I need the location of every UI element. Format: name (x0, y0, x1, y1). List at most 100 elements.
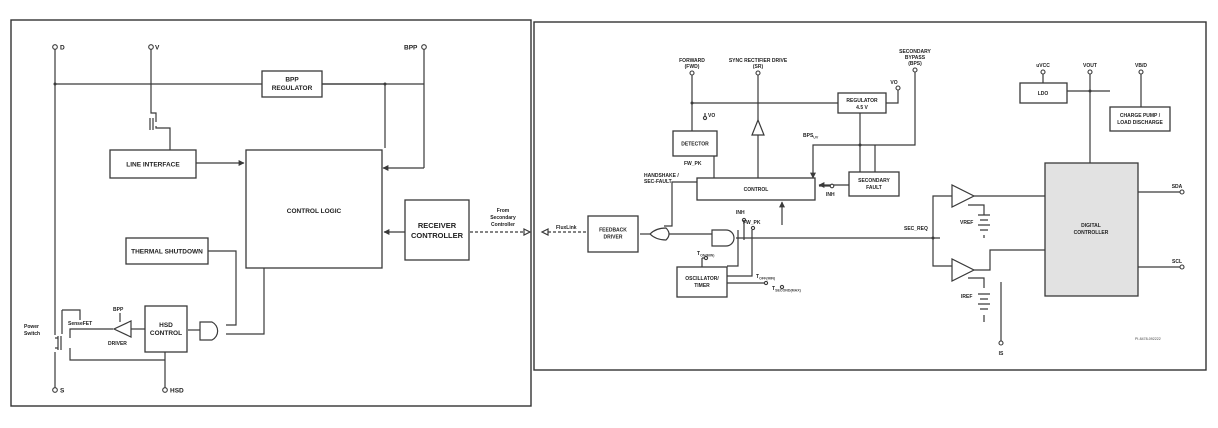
pin-scl-label: SCL (1172, 259, 1182, 265)
line-interface-fet (149, 118, 154, 130)
charge-pump-label-2: LOAD DISCHARGE (1117, 120, 1163, 126)
thermal-shutdown-label: THERMAL SHUTDOWN (131, 249, 203, 256)
sensefet-line (61, 309, 81, 334)
iref-label: IREF (961, 294, 972, 300)
bpp-regulator-label-1: BPP (285, 77, 299, 84)
secondary-fault-block (848, 171, 900, 197)
digital-controller-label-2: CONTROLLER (1074, 230, 1109, 236)
pin-hsd-label: HSD (170, 388, 184, 395)
pin-vbd-label: VB/D (1135, 63, 1147, 69)
driver-bpp-label: BPP (113, 307, 124, 313)
v-to-line-interface (150, 49, 171, 150)
fw-pk-top-label: FW_PK (684, 161, 702, 167)
control-logic-block (245, 149, 383, 269)
sec-req-label: SEC_REQ (904, 226, 928, 232)
thermal-to-gate (208, 250, 237, 326)
regulator-label-2: 4.5 V (856, 105, 868, 111)
pin-forward-label-1: FORWARD (679, 58, 705, 64)
pin-vo (895, 85, 901, 91)
hsd-control-label-2: CONTROL (150, 330, 182, 337)
vref-label: VREF (960, 220, 973, 226)
toff-label: TOFF(MIN) (756, 274, 776, 281)
handshake-label-1: HANDSHAKE / (644, 173, 679, 179)
inh-pin (829, 183, 835, 189)
driver-triangle (112, 320, 132, 338)
power-switch-label-1: Power (24, 324, 39, 330)
secondary-fault-label-2: FAULT (866, 185, 882, 191)
from-secondary-label-2: Secondary (490, 215, 516, 221)
pin-v-label: V (155, 45, 160, 52)
pin-vbd (1138, 69, 1144, 75)
junction-sec-req (931, 236, 935, 240)
fwpk-mid-pin (750, 225, 756, 231)
pin-sr (755, 70, 761, 76)
pin-uvcc (1040, 69, 1046, 75)
feedback-driver-label-1: FEEDBACK (599, 228, 627, 234)
bpp-regulator-label-2: REGULATOR (272, 85, 313, 92)
hsd-control-block (144, 305, 188, 353)
bps-line (810, 72, 916, 179)
oscillator-timer-block (676, 266, 728, 298)
digital-controller-label-1: DIGITAL (1081, 223, 1101, 229)
digital-controller-block (1044, 162, 1139, 297)
pin-bps-label-3: (BPS) (908, 61, 922, 67)
pin-is-label: IS (999, 351, 1004, 357)
and-gate-inputs (737, 222, 753, 240)
from-secondary-label-1: From (497, 208, 510, 214)
pin-vout (1087, 69, 1093, 75)
tsecond-pin (779, 284, 785, 290)
pin-bpp-label: BPP (404, 45, 418, 52)
control-block (696, 177, 816, 201)
secondary-panel: FORWARD (FWD) SYNC RECTIFIER DRIVE (SR) … (533, 21, 1207, 371)
junction-reg (858, 143, 862, 147)
detector-label: DETECTOR (681, 142, 709, 148)
digital-to-sda-scl (1138, 191, 1180, 268)
detector-block (672, 130, 718, 157)
comparator-top (951, 184, 976, 208)
control-label: CONTROL (744, 187, 769, 193)
regulator-block (837, 92, 887, 114)
charge-pump-block (1109, 106, 1171, 132)
power-switch-symbol (55, 336, 62, 350)
detector-vo-pin (702, 115, 708, 121)
fluxlink-label: FluxLink (556, 225, 577, 231)
ldo-block (1019, 82, 1068, 104)
regulator-label-1: REGULATOR (846, 98, 878, 104)
ton-pin (703, 255, 709, 261)
reference-lines (968, 204, 985, 288)
control-to-gate (226, 268, 265, 335)
primary-panel: D V BPP S HSD BPP REGULATOR LINE INTER (10, 19, 532, 407)
or-gate-secondary (649, 227, 670, 241)
receiver-controller-label-2: CONTROLLER (411, 231, 464, 240)
junction-bpp (383, 82, 387, 86)
power-switch-label-2: Switch (24, 331, 40, 337)
hsd-control-label-1: HSD (159, 322, 173, 329)
pin-is (998, 340, 1004, 346)
comparator-to-digital (974, 195, 1045, 197)
control-to-feedback-gate (664, 181, 697, 227)
comparator-2-to-digital (974, 249, 1045, 271)
fluxlink-coupling-symbol (523, 228, 549, 236)
vref-symbol (978, 214, 990, 231)
pin-s (52, 387, 58, 393)
inh-mid-label: INH (736, 210, 745, 216)
oscillator-label-1: OSCILLATOR/ (685, 276, 719, 282)
ldo-label: LDO (1038, 91, 1049, 97)
vo-to-regulator (886, 90, 899, 104)
pin-s-label: S (60, 388, 65, 395)
from-secondary-label-3: Controller (491, 222, 515, 228)
oscillator-label-2: TIMER (694, 283, 710, 289)
pin-d-label: D (60, 45, 65, 52)
pin-bps-label-2: BYPASS (905, 55, 926, 61)
ton-label: TON(MIN) (697, 251, 715, 258)
secondary-fault-label-1: SECONDARY (858, 178, 890, 184)
pin-sda-label: SDA (1172, 184, 1183, 190)
iref-symbol (978, 293, 990, 310)
fw-pk-mid-label: FW_PK (743, 220, 761, 226)
pin-scl (1179, 264, 1185, 270)
comparator-bottom (951, 258, 976, 282)
inh-control-label: INH (826, 192, 835, 198)
charge-pump-label-1: CHARGE PUMP / (1120, 113, 1161, 119)
pin-forward-label-2: (FWD) (685, 64, 700, 70)
